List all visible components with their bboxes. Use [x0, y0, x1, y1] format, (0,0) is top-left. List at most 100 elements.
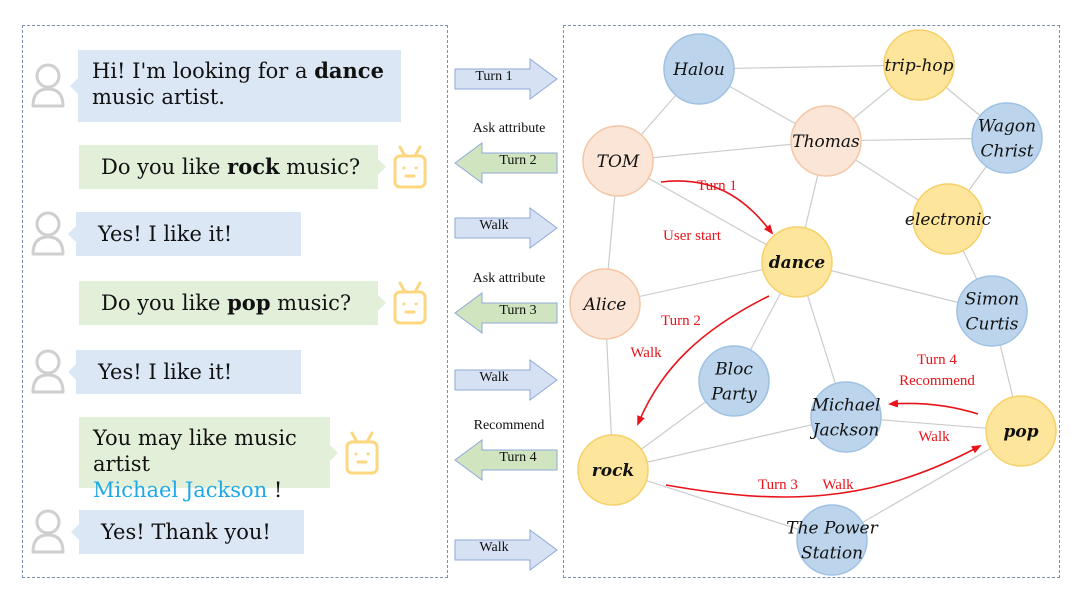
robot-icon [392, 144, 428, 190]
user-avatar-icon [30, 62, 66, 108]
node-label: Christ [980, 142, 1033, 162]
message-text: You may like music artist [93, 426, 297, 476]
node-label: Simon [965, 290, 1019, 310]
user-avatar-icon [30, 348, 66, 394]
highlighted-artist: Michael Jackson [93, 478, 268, 502]
node-label: Curtis [965, 315, 1018, 335]
node-dance: dance [761, 226, 833, 298]
item-node-circle [956, 275, 1028, 347]
node-label: dance [769, 253, 826, 273]
message-text: Do you like [101, 155, 228, 179]
arrow-label: Turn 3 [499, 303, 537, 318]
node-label: Wagon [978, 117, 1036, 137]
path-label: Turn 3 [758, 477, 798, 493]
item-node-circle [810, 381, 882, 453]
walk-path-pop-to-mj [888, 399, 979, 415]
walk-path-rock-to-pop [665, 445, 982, 498]
node-label: Station [801, 544, 863, 564]
item-node-circle [698, 345, 770, 417]
message-text: ! [267, 478, 283, 502]
arrow-label: Turn 2 [499, 153, 537, 168]
message-text: Hi! I'm looking for a [92, 59, 315, 83]
path-label: Walk [822, 477, 854, 493]
node-pop: pop [985, 395, 1057, 467]
path-label: Turn 4 [917, 352, 957, 368]
user-turn-arrow: Walk [454, 529, 558, 571]
user-avatar-icon [30, 210, 66, 256]
user-message-bubble: Yes! I like it! [68, 212, 301, 256]
attribute-node-circle [883, 29, 955, 101]
bot-turn-arrow: Turn 2 [454, 142, 558, 184]
path-label: Turn 1 [697, 178, 737, 194]
arrow-label: Turn 1 [475, 69, 513, 84]
path-label: Walk [918, 429, 950, 445]
node-triphop: trip-hop [883, 29, 955, 101]
attribute-node-circle [577, 434, 649, 506]
node-label: Thomas [792, 132, 860, 152]
message-text: Yes! I like it! [98, 222, 233, 246]
item-node-circle [971, 102, 1043, 174]
item-node-circle [796, 504, 868, 576]
graph-panel [563, 25, 1060, 578]
node-label: Halou [672, 60, 725, 80]
user-message-bubble: Yes! Thank you! [71, 510, 304, 554]
node-electronic: electronic [905, 183, 992, 255]
arrow-label: Walk [479, 218, 509, 233]
user-node-circle [569, 268, 641, 340]
keyword: rock [227, 154, 280, 179]
attribute-node-circle [985, 395, 1057, 467]
user-message-bubble: Hi! I'm looking for a dance music artist… [70, 50, 401, 122]
message-text: Do you like [101, 291, 228, 315]
message-text: music? [279, 155, 361, 179]
node-thomas: Thomas [790, 105, 862, 177]
node-label: The Power [786, 519, 878, 539]
path-label: Walk [630, 345, 662, 361]
node-label: electronic [905, 210, 992, 230]
arrow-caption: Ask attribute [472, 121, 546, 136]
node-tom: TOM [582, 125, 654, 197]
path-label: User start [663, 228, 722, 244]
keyword: dance [314, 58, 384, 83]
user-node-circle [582, 125, 654, 197]
path-label: Turn 2 [661, 313, 701, 329]
dialogue-panel [22, 25, 448, 578]
arrow-label: Turn 4 [499, 450, 537, 465]
message-text: Yes! I like it! [98, 360, 233, 384]
item-node-circle [663, 33, 735, 105]
user-avatar-icon [30, 508, 66, 554]
walk-path-dance-to-rock [637, 295, 770, 426]
node-halou: Halou [663, 33, 735, 105]
attribute-node-circle [761, 226, 833, 298]
node-label: Party [710, 385, 757, 405]
user-turn-arrow: Walk [454, 359, 558, 401]
arrow-label: Walk [479, 540, 509, 555]
user-message-bubble: Yes! I like it! [68, 350, 301, 394]
node-label: TOM [597, 152, 640, 172]
user-turn-arrow: Turn 1 [454, 58, 558, 100]
path-label: Recommend [899, 373, 975, 389]
arrow-label: Walk [479, 370, 509, 385]
node-label: trip-hop [884, 56, 953, 76]
node-rock: rock [577, 434, 649, 506]
bot-message-bubble: Do you like rock music? [79, 145, 386, 189]
bot-turn-arrow: Turn 3 [454, 292, 558, 334]
node-alice: Alice [569, 268, 641, 340]
walk-path-tom-to-dance [660, 180, 774, 235]
robot-icon [392, 280, 428, 326]
robot-icon [344, 430, 380, 476]
node-label: Bloc [714, 360, 753, 380]
user-turn-arrow: Walk [454, 207, 558, 249]
message-text: Yes! Thank you! [101, 520, 271, 544]
edge-halou-triphop [698, 64, 920, 70]
bot-turn-arrow: Turn 4 [454, 439, 558, 481]
edge-rock-power [612, 469, 833, 541]
